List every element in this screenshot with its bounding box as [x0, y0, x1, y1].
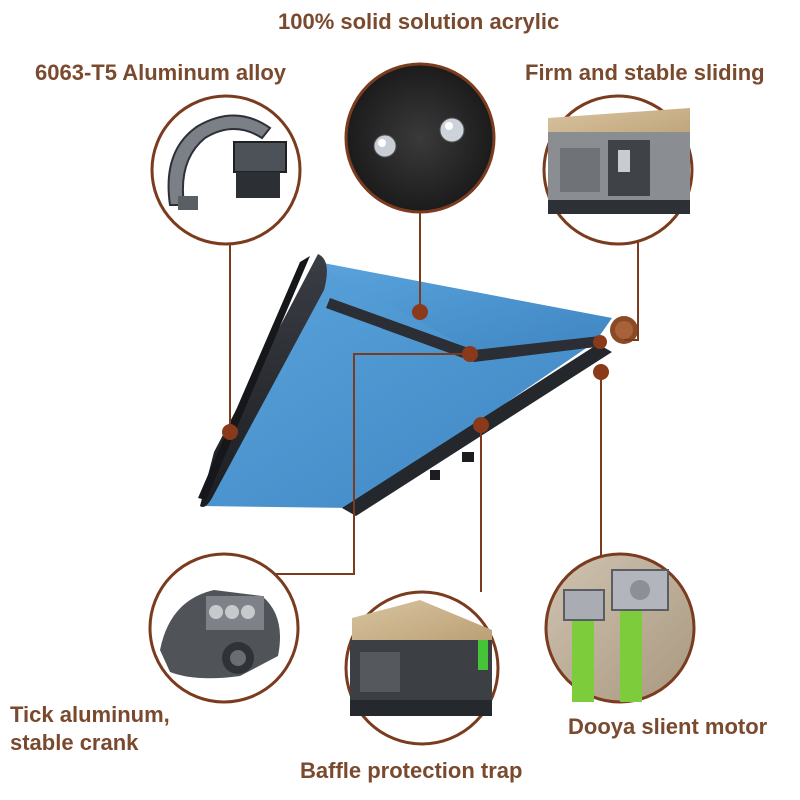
label-baffle: Baffle protection trap [300, 758, 523, 783]
detail-fabric [344, 62, 496, 214]
awning-fabric-top [318, 262, 612, 352]
label-top-fabric: 100% solid solution acrylic [278, 9, 560, 34]
detail-motor [544, 552, 696, 704]
dot-fabric [412, 304, 428, 320]
cassette-edge [198, 256, 310, 500]
detail-baffle [344, 590, 500, 746]
label-stable-sliding: Firm and stable sliding [525, 60, 765, 85]
dot-crank [462, 346, 478, 362]
dot-sliding [593, 335, 607, 349]
connector-dots [222, 304, 609, 440]
folding-arm [326, 298, 604, 362]
detail-crank [148, 552, 300, 704]
label-motor: Dooya slient motor [568, 714, 768, 739]
dot-aluminum [222, 424, 238, 440]
label-crank-line2: stable crank [10, 730, 139, 755]
detail-aluminum-profile [150, 94, 302, 246]
awning [198, 254, 638, 516]
cassette-left [200, 254, 327, 507]
dot-baffle [473, 417, 489, 433]
detail-sliding [542, 94, 694, 246]
label-crank-line1: Tick aluminum, [10, 702, 170, 727]
connector-lines [229, 210, 639, 592]
dot-motor [593, 364, 609, 380]
label-aluminum-alloy: 6063-T5 Aluminum alloy [35, 60, 287, 85]
